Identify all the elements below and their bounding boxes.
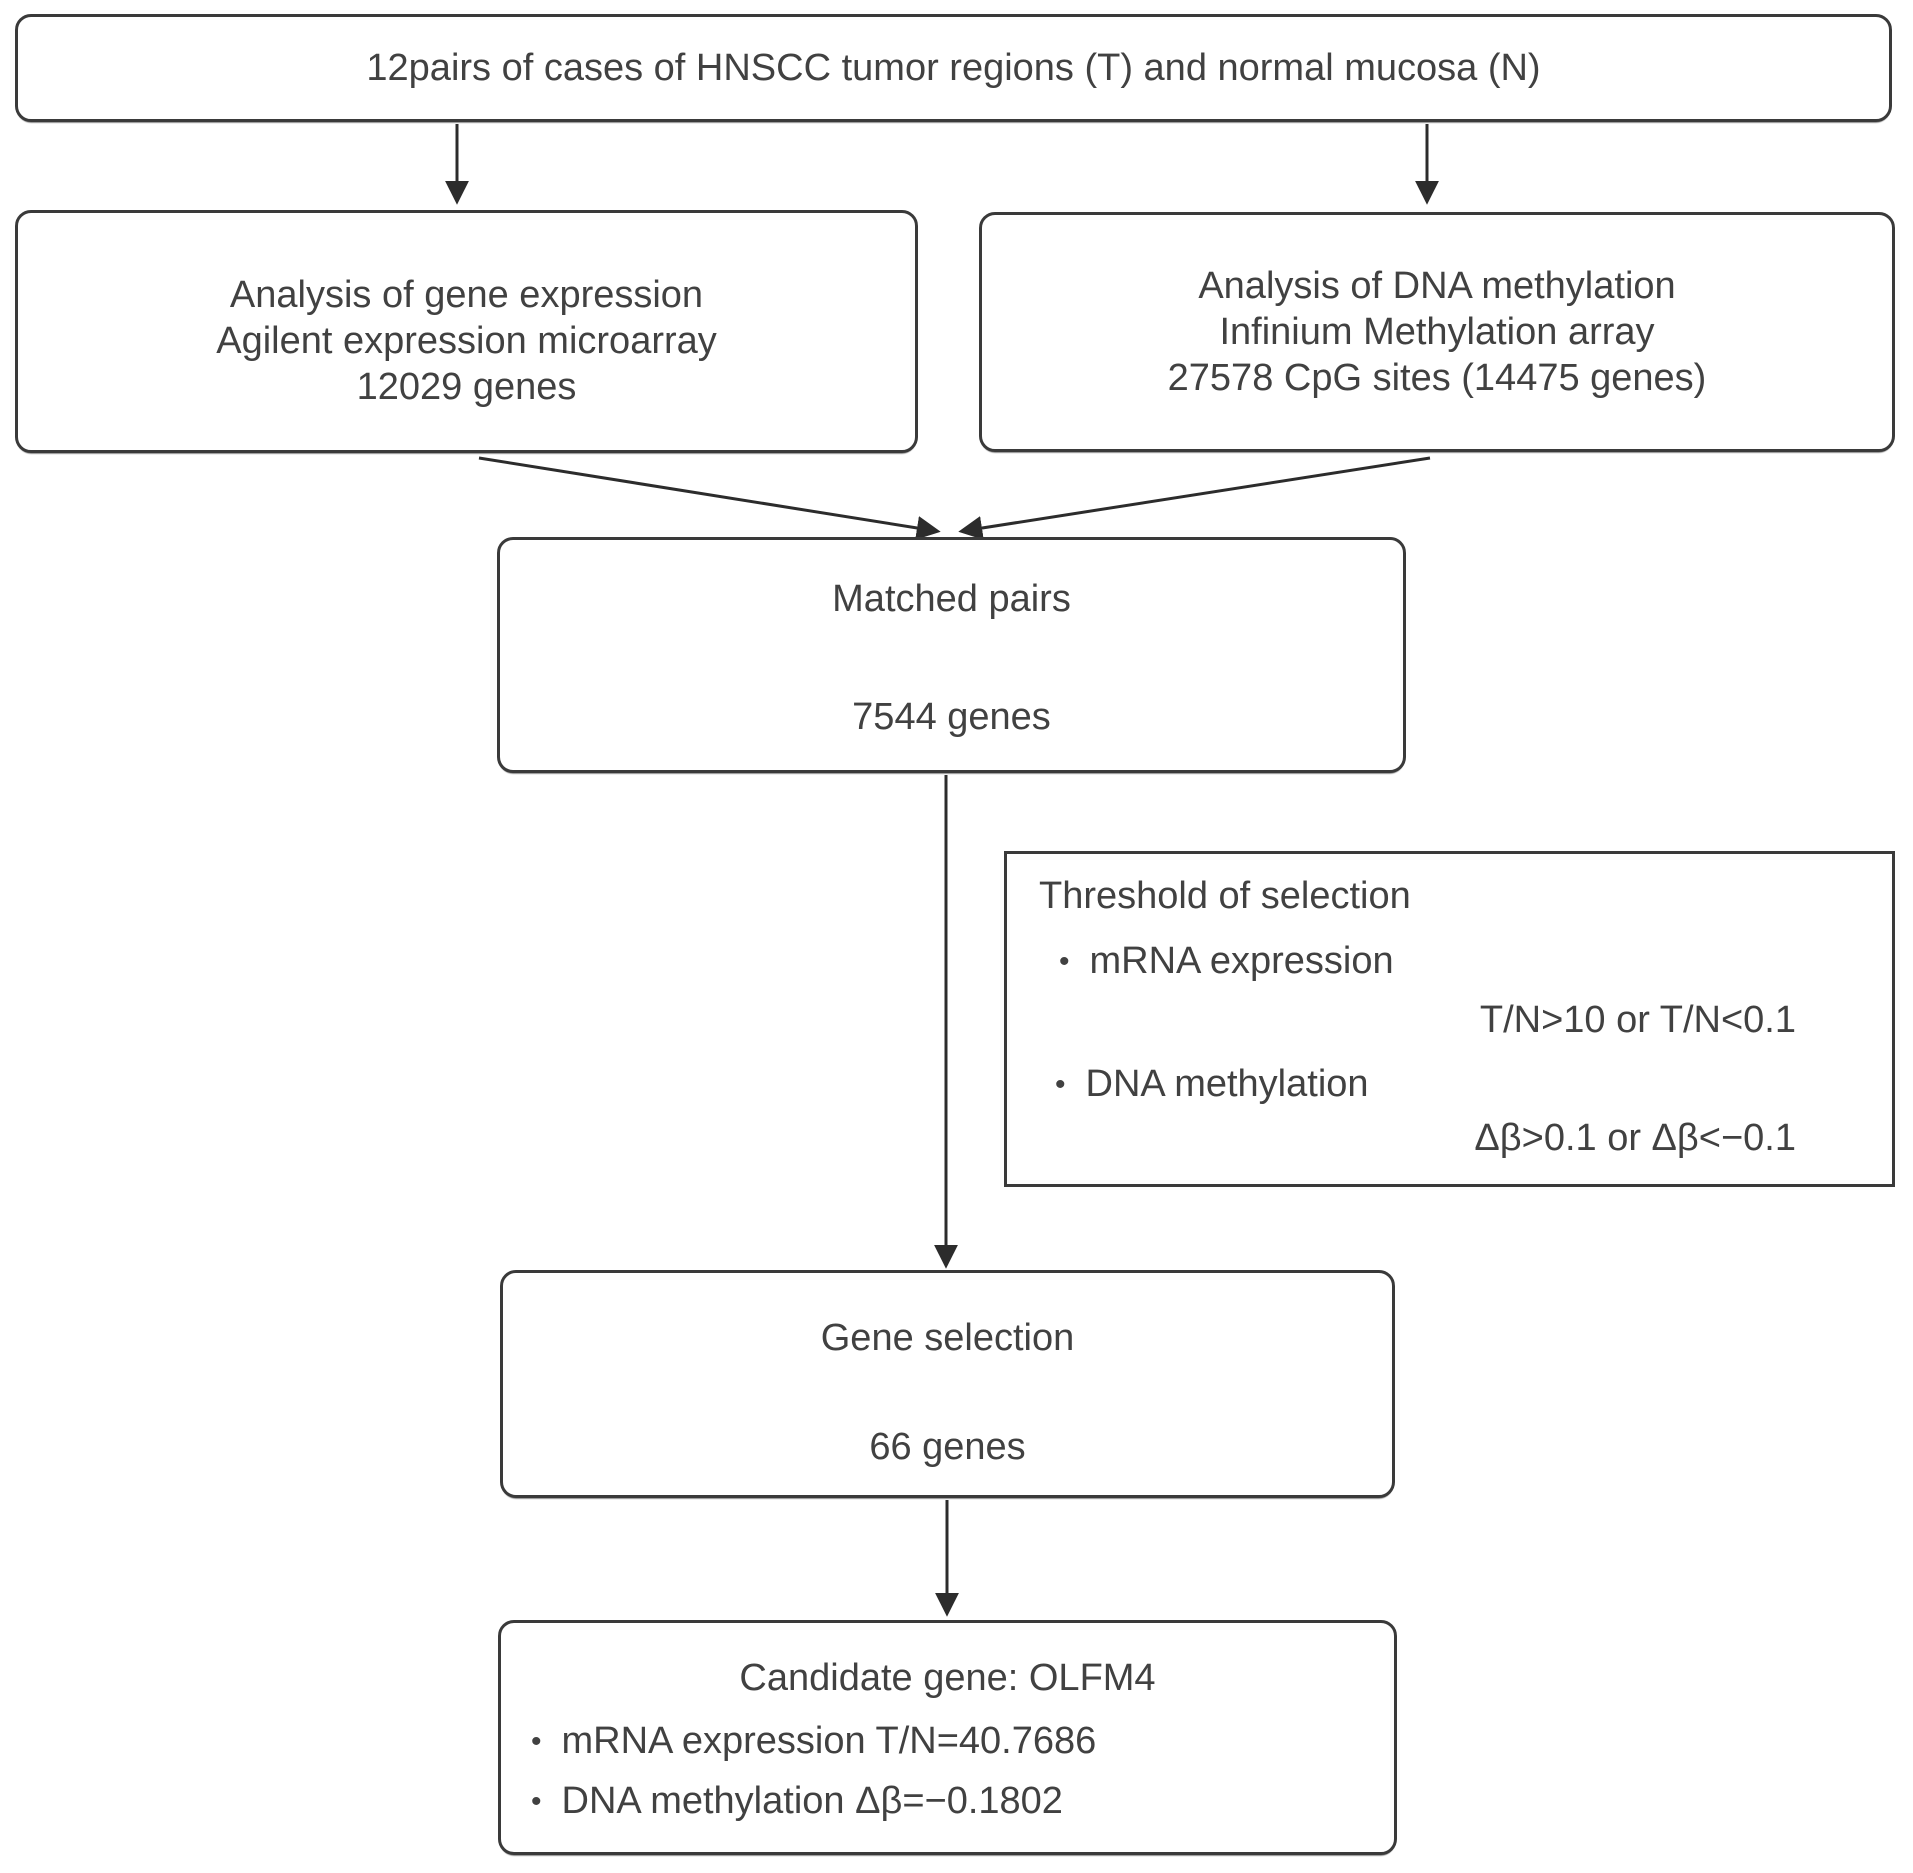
node-dna-methylation-line: 27578 CpG sites (14475 genes)	[1167, 357, 1707, 399]
threshold-item-methylation: • DNA methylation	[1007, 1064, 1892, 1104]
bullet-icon: •	[531, 1785, 542, 1818]
bullet-icon: •	[1055, 1068, 1066, 1101]
node-matched-pairs-title: Matched pairs	[832, 578, 1071, 620]
node-gene-expression-line: 12029 genes	[356, 365, 577, 408]
node-source: 12pairs of cases of HNSCC tumor regions …	[15, 14, 1892, 122]
node-source-label: 12pairs of cases of HNSCC tumor regions …	[366, 47, 1541, 89]
threshold-item-mrna-criteria: T/N>10 or T/N<0.1	[1479, 999, 1796, 1041]
node-gene-expression: Analysis of gene expression Agilent expr…	[15, 210, 918, 453]
bullet-icon: •	[531, 1725, 542, 1758]
threshold-item-methylation-label: DNA methylation	[1085, 1063, 1369, 1105]
arrow-expression-to-matched	[478, 456, 941, 540]
node-gene-selection: Gene selection 66 genes	[500, 1270, 1395, 1498]
node-gene-selection-value: 66 genes	[869, 1426, 1026, 1468]
node-dna-methylation-line: Infinium Methylation array	[1219, 311, 1655, 353]
node-candidate-gene: Candidate gene: OLFM4 • mRNA expression T…	[498, 1620, 1397, 1855]
node-threshold: Threshold of selection •mRNA expression …	[1004, 851, 1895, 1187]
candidate-bullet-mrna: • mRNA expression T/N=40.7686	[501, 1721, 1394, 1762]
threshold-item-methylation-criteria: Δβ>0.1 or Δβ<−0.1	[1474, 1117, 1796, 1159]
threshold-item-mrna-label: mRNA expression	[1089, 940, 1394, 982]
node-candidate-gene-title: Candidate gene: OLFM4	[739, 1657, 1156, 1699]
node-matched-pairs-value: 7544 genes	[852, 696, 1051, 738]
node-dna-methylation: Analysis of DNA methylation Infinium Met…	[979, 212, 1895, 452]
candidate-bullet-methylation-text: DNA methylation Δβ=−0.1802	[561, 1780, 1063, 1822]
arrow-methylation-to-matched	[958, 456, 1431, 540]
node-dna-methylation-line: Analysis of DNA methylation	[1198, 265, 1676, 307]
candidate-bullet-methylation: • DNA methylation Δβ=−0.1802	[501, 1781, 1394, 1822]
node-matched-pairs: Matched pairs 7544 genes	[497, 537, 1406, 773]
bullet-icon: •	[1059, 945, 1070, 978]
node-gene-expression-line: Agilent expression microarray	[216, 319, 717, 362]
threshold-item-mrna: • mRNA expression	[1007, 941, 1892, 981]
threshold-title: Threshold of selection	[1039, 875, 1411, 917]
candidate-bullet-mrna-text: mRNA expression T/N=40.7686	[561, 1720, 1097, 1762]
node-gene-selection-title: Gene selection	[820, 1317, 1075, 1359]
node-gene-expression-line: Analysis of gene expression	[229, 273, 704, 316]
